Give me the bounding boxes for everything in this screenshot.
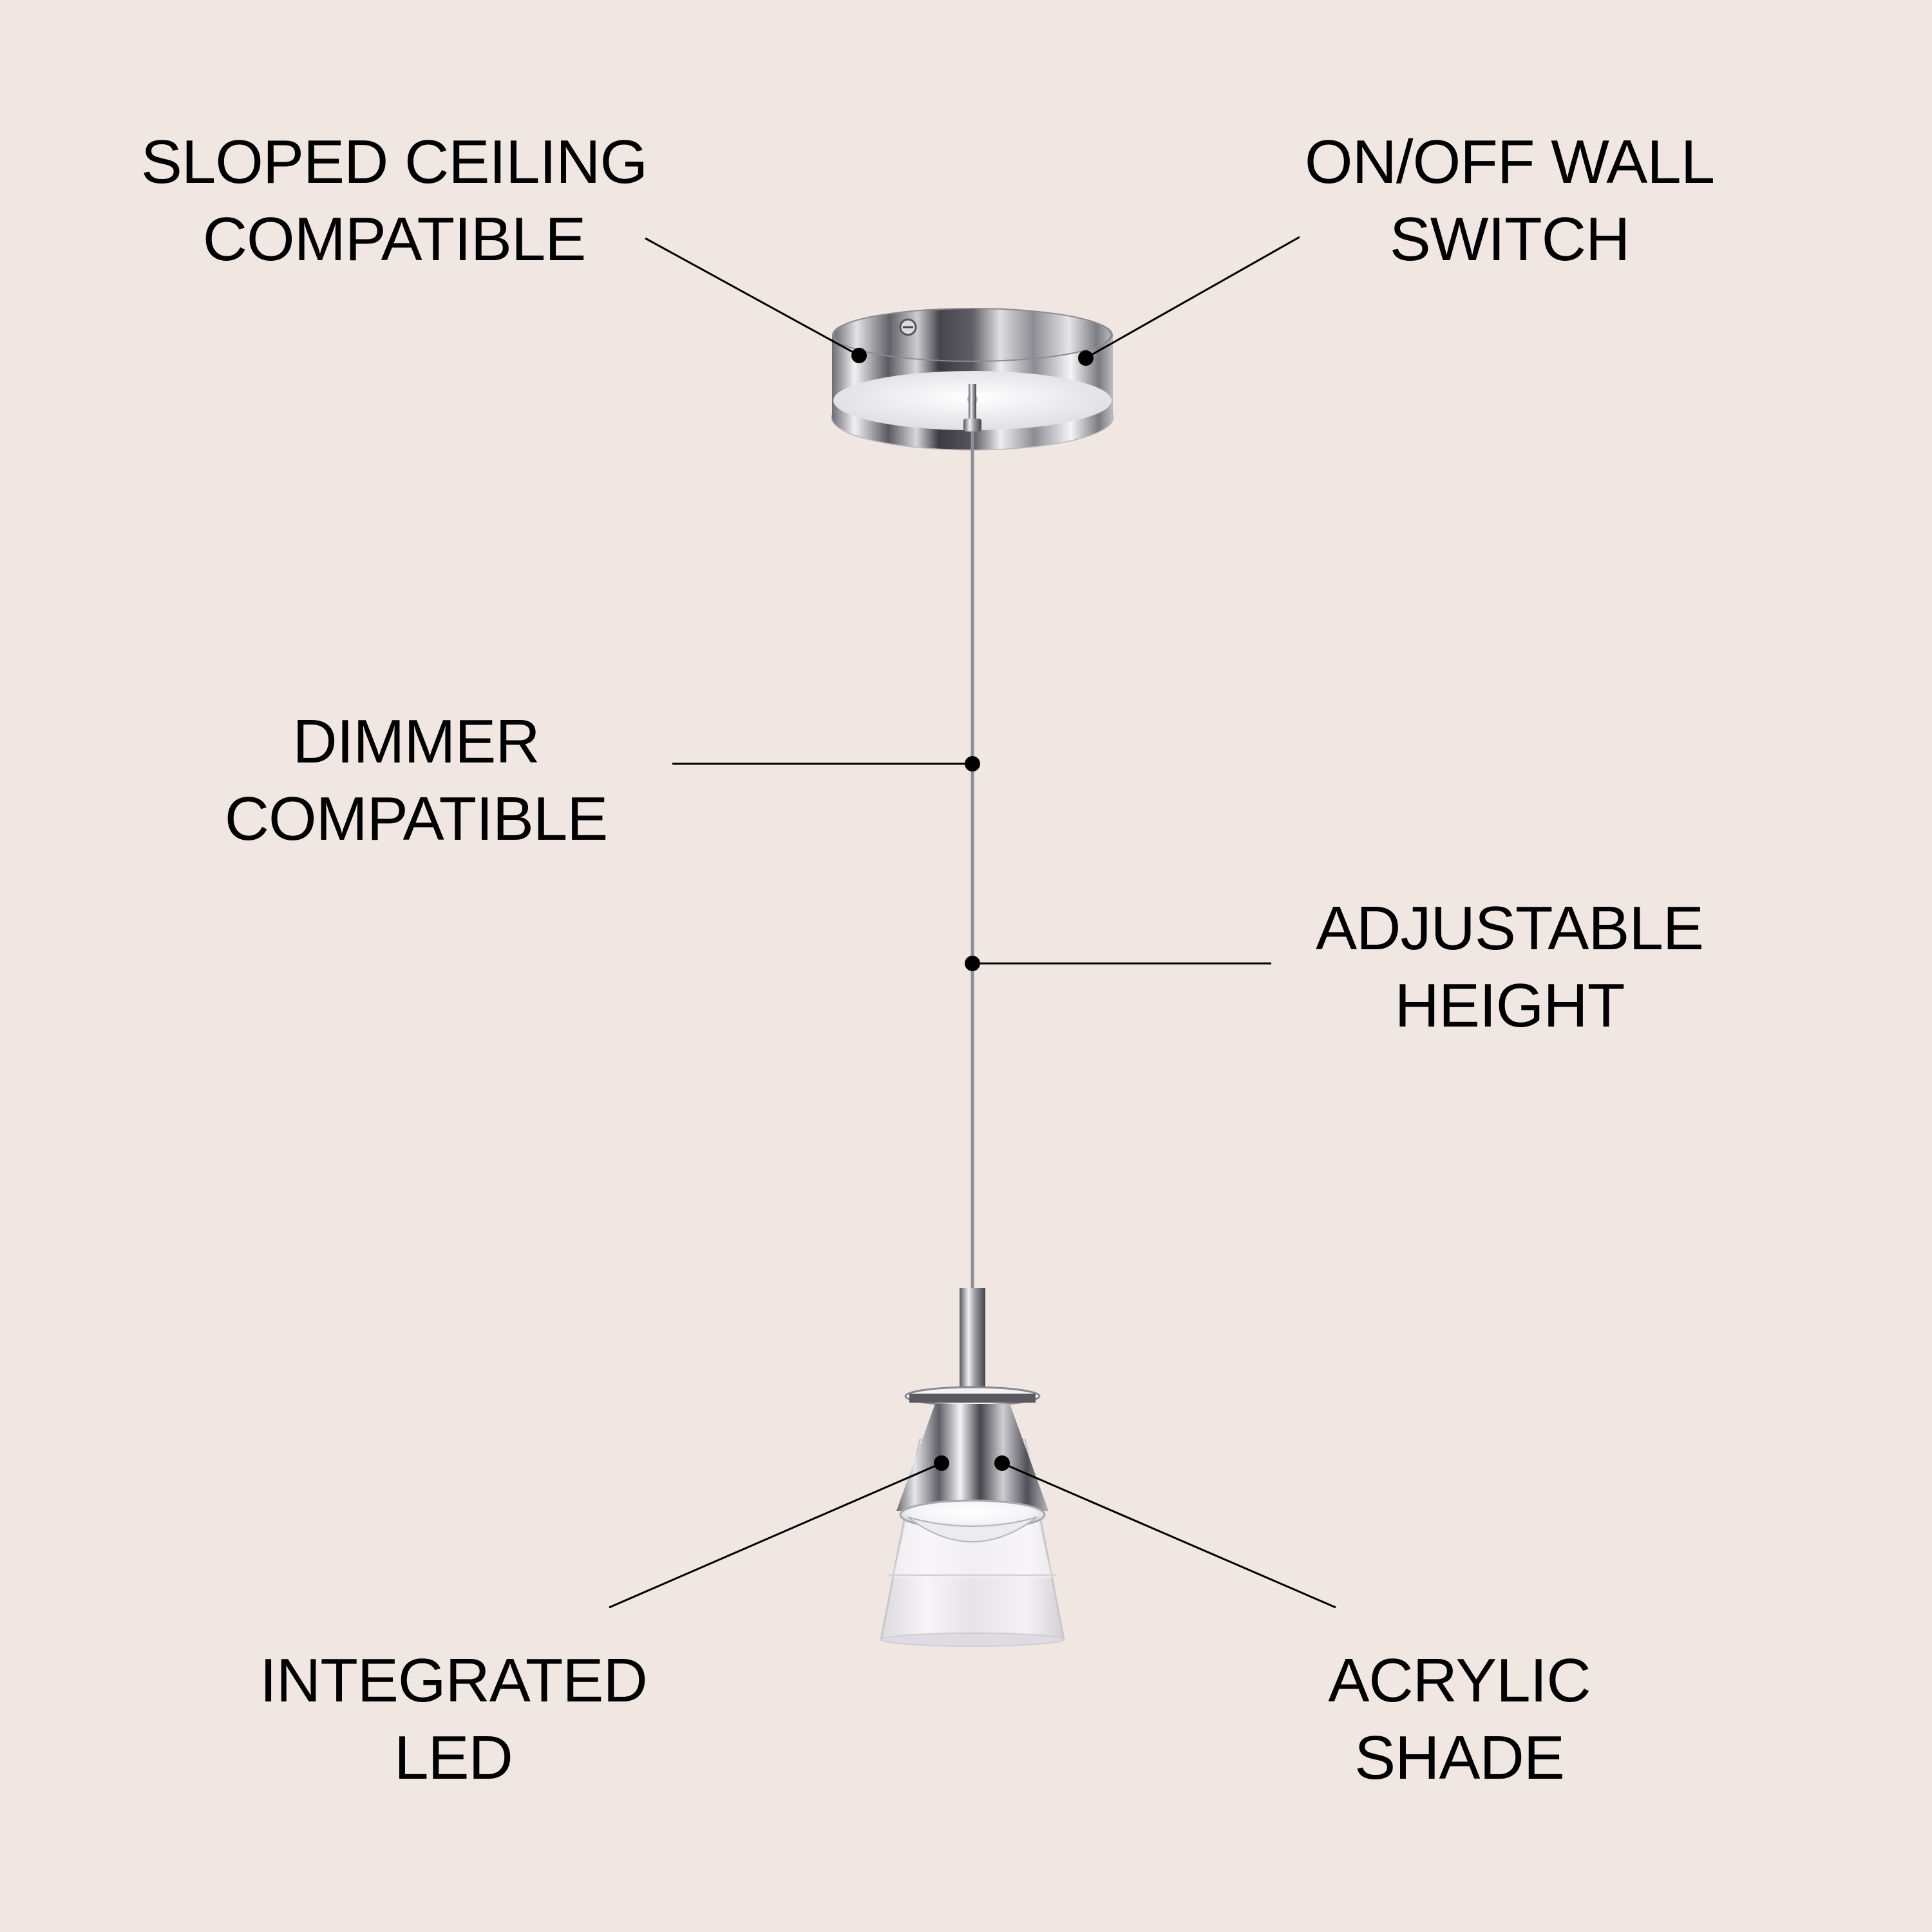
label-line: ADJUSTABLE [1316, 894, 1704, 963]
callout-dots [851, 348, 1094, 1471]
label-line: DIMMER [292, 707, 540, 776]
label-line: INTEGRATED [260, 1646, 648, 1715]
label-line: COMPATIBLE [224, 784, 609, 853]
leader-acrylic-shade [1001, 1462, 1336, 1609]
label-acrylic-shade: ACRYLIC SHADE [1328, 1642, 1591, 1797]
pendant-cone [896, 1404, 1048, 1511]
label-line: COMPATIBLE [202, 205, 587, 274]
suspension-cable [963, 384, 981, 1327]
label-sloped-ceiling-compatible: SLOPED CEILING COMPATIBLE [140, 124, 648, 278]
label-dimmer-compatible: DIMMER COMPATIBLE [224, 703, 609, 858]
leader-sloped-ceiling [645, 237, 860, 357]
label-line: ACRYLIC [1328, 1646, 1591, 1715]
label-line: HEIGHT [1394, 971, 1625, 1040]
label-line: SHADE [1354, 1723, 1565, 1792]
label-line: LED [394, 1723, 513, 1792]
pendant-fixture [880, 1288, 1065, 1647]
label-line: ON/OFF WALL [1304, 128, 1715, 196]
label-on-off-wall-switch: ON/OFF WALL SWITCH [1304, 124, 1715, 278]
leader-integrated-led [609, 1462, 942, 1609]
dot-dimmer [965, 756, 980, 772]
dot-adjustable-height [965, 956, 980, 971]
label-line: SLOPED CEILING [140, 128, 648, 196]
label-integrated-led: INTEGRATED LED [260, 1642, 648, 1797]
label-adjustable-height: ADJUSTABLE HEIGHT [1316, 890, 1704, 1045]
leader-wall-switch [1085, 236, 1300, 359]
leader-lines [609, 236, 1336, 1609]
dot-wall-switch [1078, 350, 1094, 366]
dot-integrated-led [934, 1455, 949, 1471]
dot-acrylic-shade [994, 1455, 1010, 1471]
label-line: SWITCH [1389, 205, 1631, 274]
pendant-stem [960, 1288, 985, 1390]
dot-sloped-ceiling [851, 348, 867, 363]
